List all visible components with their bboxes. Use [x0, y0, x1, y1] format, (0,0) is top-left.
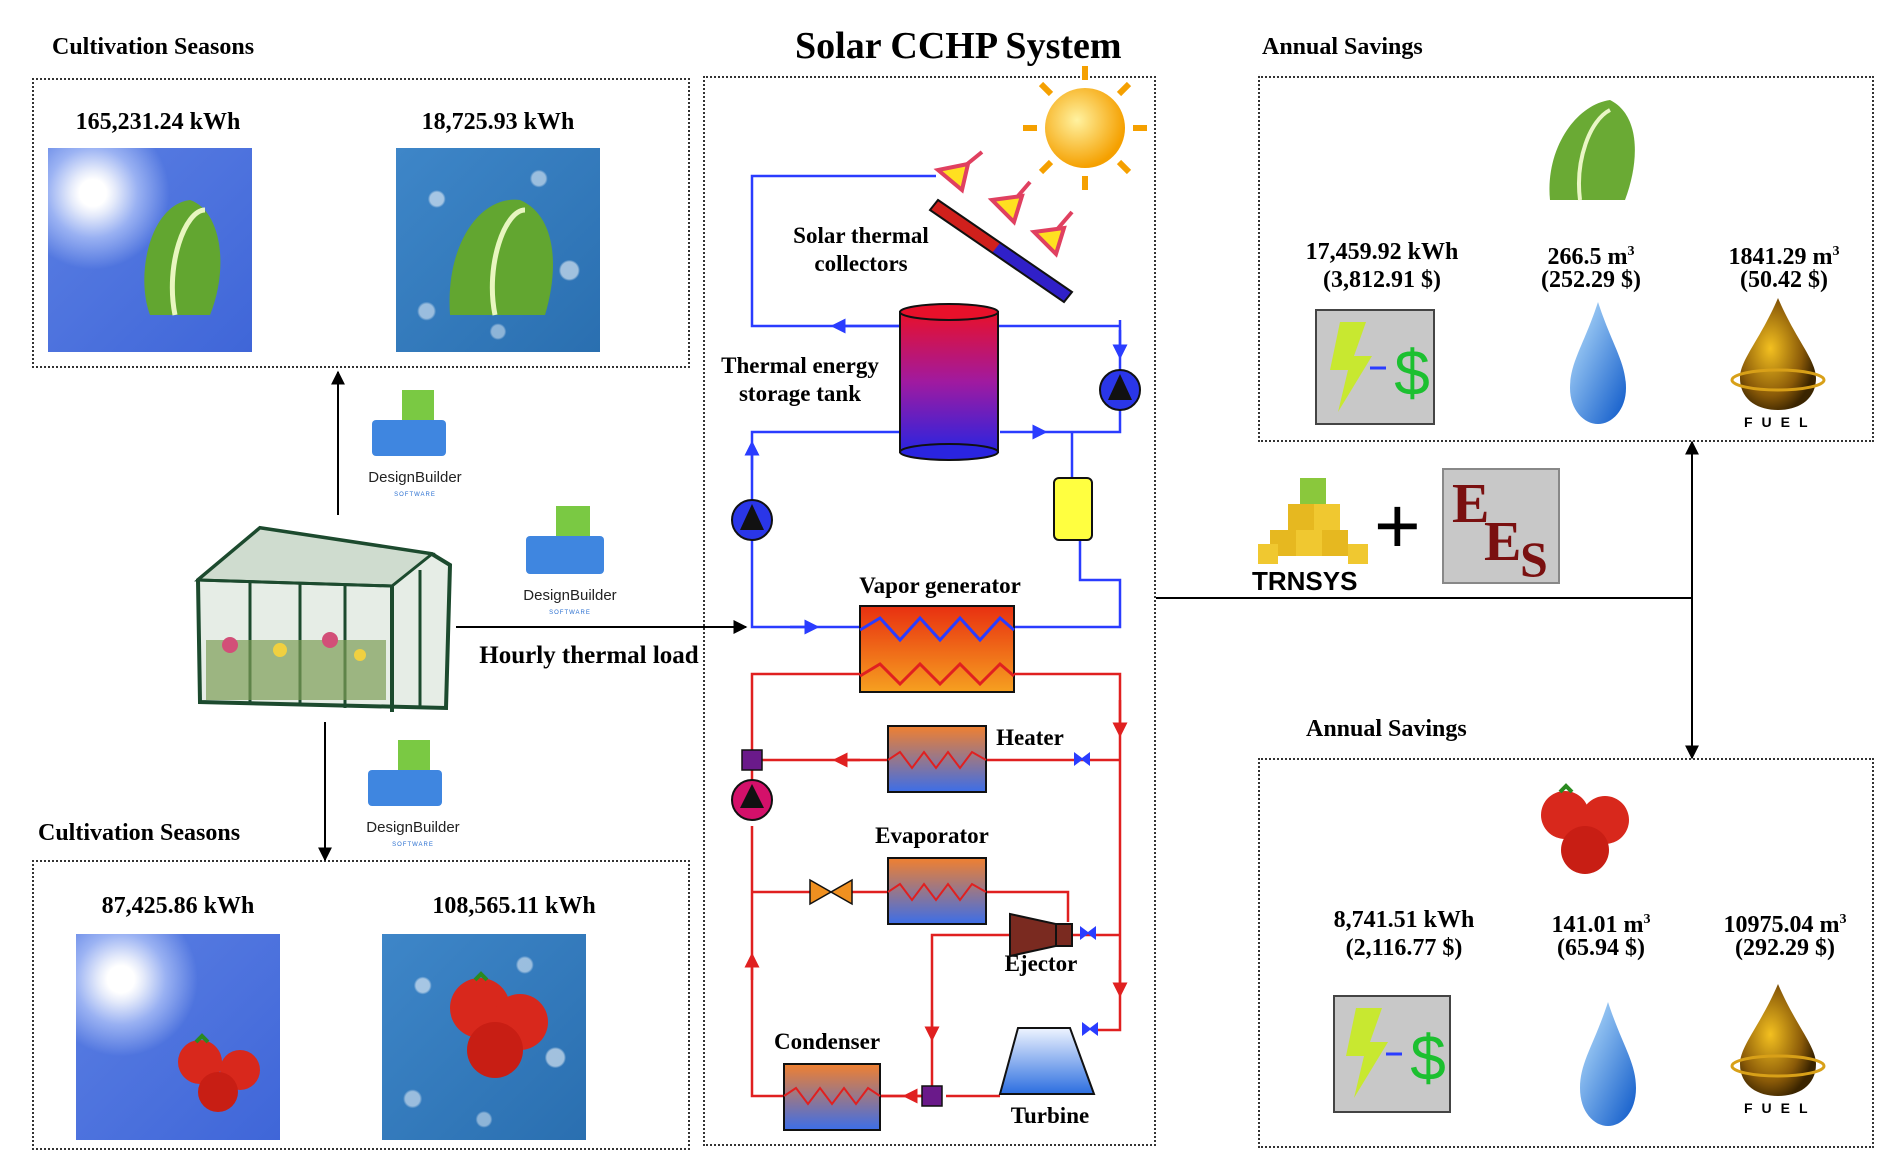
rt-electricity-icon: $	[1315, 309, 1435, 425]
vapor-generator-icon	[859, 605, 1015, 693]
summer-tomato-image	[76, 934, 280, 1140]
solar-collector-icon	[928, 198, 1074, 304]
lettuce-icon-winter	[449, 199, 553, 316]
right-top-panel	[1258, 76, 1874, 442]
rt-fuel-drop-icon	[1730, 298, 1826, 410]
left-bottom-header: Cultivation Seasons	[38, 820, 241, 846]
ees-letter-s: S	[1520, 531, 1548, 587]
rb-fuel-drop-icon	[1730, 984, 1826, 1096]
blue-water-loop	[744, 174, 1128, 635]
rt-water-drop-icon	[1570, 302, 1626, 424]
rb-electricity-cost: (2,116.77 $)	[1345, 935, 1463, 961]
system-title: Solar CCHP System	[795, 25, 1122, 67]
right-top-header: Annual Savings	[1262, 34, 1423, 60]
vapor-generator-label: Vapor generator	[859, 573, 1021, 598]
plus-sign: +	[1374, 481, 1421, 570]
left-top-header: Cultivation Seasons	[52, 34, 255, 60]
blue-pump-right	[1099, 369, 1141, 411]
designbuilder-shape-middle	[526, 506, 604, 574]
mixer-node-top	[741, 749, 763, 771]
rb-fuel-cost: (292.29 $)	[1735, 935, 1835, 961]
turbine-icon	[998, 1027, 1096, 1095]
greenhouse-image	[194, 525, 453, 712]
lettuce-icon-summer	[144, 200, 221, 316]
winter-load-value-lettuce: 18,725.93 kWh	[421, 109, 575, 135]
svg-text:$: $	[1394, 337, 1430, 409]
ees-letter-e1: E	[1452, 473, 1490, 535]
trnsys-label: TRNSYS	[1252, 566, 1358, 596]
summer-load-value-lettuce: 165,231.24 kWh	[75, 109, 241, 135]
ees-logo: E E S	[1442, 468, 1560, 587]
tomato-icon-savings	[1541, 783, 1629, 874]
blue-pump-left	[731, 499, 773, 541]
red-refrigerant-loop	[744, 672, 1128, 1104]
storage-tank-icon	[899, 303, 999, 461]
rt-fuel-value: 1841.29 m3	[1728, 244, 1840, 270]
mixer-node-bottom	[921, 1085, 943, 1107]
condenser-label: Condenser	[773, 1029, 881, 1054]
condenser-exchanger-icon	[783, 1063, 881, 1131]
trnsys-logo-cubes	[1258, 478, 1368, 564]
expansion-valve-icon	[809, 878, 853, 906]
rb-electricity-icon: $	[1333, 995, 1451, 1113]
rb-fuel-label: FUEL	[1744, 1100, 1817, 1116]
svg-text:$: $	[1410, 1022, 1446, 1094]
refrigerant-pump-icon	[731, 779, 773, 821]
rt-electricity-value: 17,459.92 kWh	[1305, 239, 1459, 265]
sun-icon	[1023, 66, 1147, 190]
right-bottom-header: Annual Savings	[1306, 716, 1467, 742]
rt-fuel-label: FUEL	[1744, 414, 1817, 430]
solar-collectors-label: Solar thermal collectors	[793, 223, 929, 276]
rt-water-cost: (252.29 $)	[1541, 267, 1641, 293]
tomato-icon-summer	[178, 1033, 260, 1112]
sun-ray-arrows	[933, 150, 1074, 258]
left-top-panel	[32, 78, 690, 368]
rb-water-drop-icon	[1580, 1002, 1636, 1126]
auxiliary-heater-icon	[1053, 477, 1093, 541]
designbuilder-shape-bottom	[368, 740, 442, 806]
winter-load-value-tomato: 108,565.11 kWh	[432, 893, 596, 919]
rb-water-cost: (65.94 $)	[1557, 935, 1645, 961]
rt-fuel-cost: (50.42 $)	[1740, 267, 1828, 293]
rt-electricity-cost: (3,812.91 $)	[1323, 267, 1441, 293]
designbuilder-shape-top	[372, 390, 446, 456]
rt-water-value: 266.5 m3	[1547, 244, 1635, 270]
heater-label: Heater	[996, 725, 1064, 750]
rb-fuel-value: 10975.04 m3	[1723, 912, 1847, 938]
storage-tank-label: Thermal energy storage tank	[721, 353, 879, 406]
evaporator-label: Evaporator	[875, 823, 989, 848]
ees-letter-e2: E	[1484, 511, 1522, 573]
small-valve-icons	[1074, 752, 1098, 1036]
lettuce-icon-savings	[1549, 100, 1635, 201]
hourly-thermal-load-label: Hourly thermal load	[479, 642, 699, 669]
rb-electricity-value: 8,741.51 kWh	[1333, 907, 1475, 933]
summer-load-value-tomato: 87,425.86 kWh	[101, 893, 255, 919]
ejector-icon	[1009, 912, 1073, 958]
heater-exchanger-icon	[887, 725, 987, 793]
evaporator-exchanger-icon	[887, 857, 987, 925]
tomato-icon-winter	[450, 971, 548, 1078]
rb-water-value: 141.01 m3	[1551, 912, 1651, 938]
turbine-label: Turbine	[1010, 1103, 1090, 1128]
